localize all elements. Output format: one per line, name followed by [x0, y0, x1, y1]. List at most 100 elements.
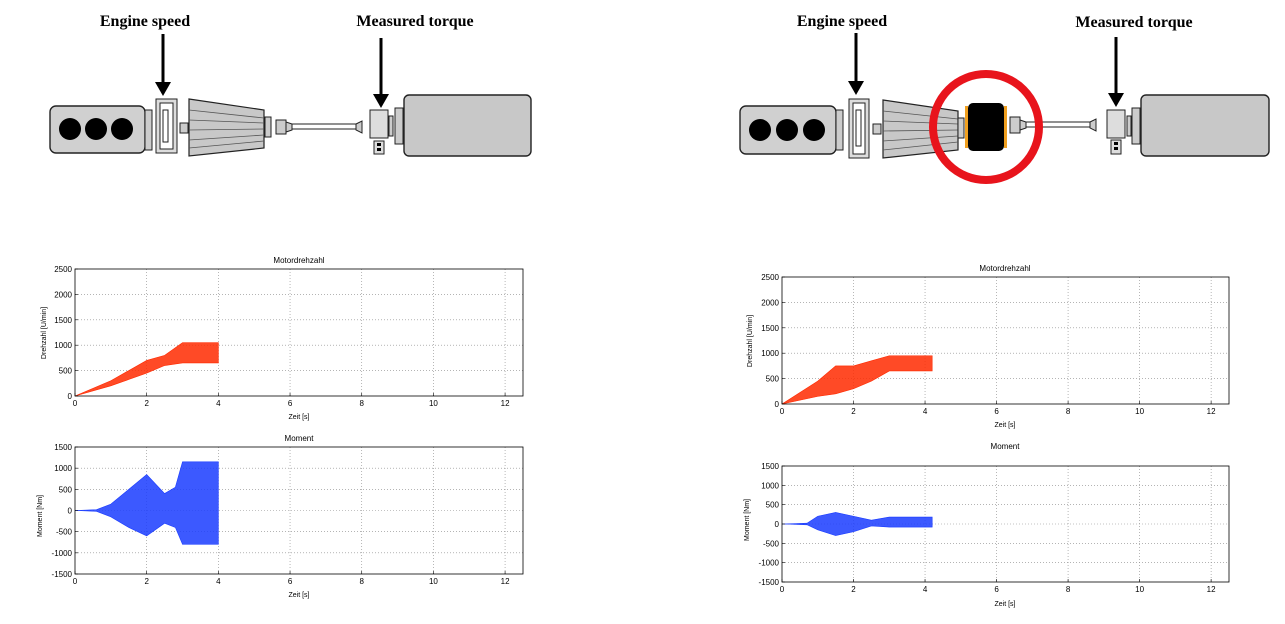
x-tick-label: 10 — [1135, 407, 1144, 416]
x-tick-label: 0 — [780, 407, 785, 416]
y-tick-label: 1500 — [54, 316, 72, 325]
y-tick-label: 1500 — [54, 443, 72, 452]
x-tick-label: 2 — [144, 577, 149, 586]
x-tick-label: 10 — [1135, 585, 1144, 594]
y-tick-label: 1000 — [54, 341, 72, 350]
x-tick-label: 2 — [144, 399, 149, 408]
x-tick-label: 8 — [1066, 585, 1071, 594]
plot-area: 0 2 4 6 8 10 12 -1500 -1000 -500 0 500 1000 1500 — [759, 462, 1230, 594]
y-tick-label: 2000 — [54, 290, 72, 299]
right-dynamometer — [1140, 94, 1270, 157]
chart-left-bottom: Moment 0 2 4 6 8 10 12 -1500 -1000 -500 0 500 1000 15… — [37, 434, 524, 599]
y-axis-label: Moment [Nm] — [744, 499, 751, 541]
x-tick-label: 2 — [851, 407, 856, 416]
y-tick-label: 1500 — [761, 324, 779, 333]
x-tick-label: 0 — [780, 585, 785, 594]
x-tick-label: 12 — [501, 399, 510, 408]
chart-title: Moment — [285, 434, 315, 443]
y-tick-label: 1000 — [761, 481, 779, 490]
series-envelope — [781, 512, 933, 536]
plot-area: 0 2 4 6 8 10 12 -1500 -1000 -500 0 500 1000 1500 — [52, 443, 524, 586]
x-tick-label: 6 — [288, 577, 293, 586]
x-tick-label: 6 — [994, 407, 999, 416]
chart-right-bottom: Moment 0 2 4 6 8 10 12 -1500 -1000 -500 0 500 1000 15… — [744, 442, 1230, 608]
x-tick-label: 4 — [923, 407, 928, 416]
x-tick-label: 12 — [1207, 407, 1216, 416]
chart-left-top: Motordrehzahl 0 2 4 6 8 10 12 0 500 1000 1500 2000 2… — [41, 256, 524, 421]
y-tick-label: -1500 — [52, 570, 73, 579]
x-axis-label: Zeit [s] — [288, 414, 309, 421]
y-tick-label: 0 — [68, 507, 73, 516]
right-torque-sensor — [1106, 107, 1141, 155]
x-tick-label: 10 — [429, 399, 438, 408]
y-tick-label: -500 — [763, 539, 780, 548]
y-tick-label: -1500 — [759, 578, 780, 587]
plot-area: 0 2 4 6 8 10 12 0 500 1000 1500 2000 2500 — [54, 265, 524, 408]
plot-frame — [781, 276, 1230, 405]
chart-title: Motordrehzahl — [979, 264, 1030, 273]
x-tick-label: 6 — [994, 585, 999, 594]
y-axis-label: Drehzahl [U/min] — [41, 307, 48, 359]
x-tick-label: 8 — [1066, 407, 1071, 416]
plot-background — [75, 269, 523, 396]
left-engine-block — [49, 105, 146, 154]
right-gearbox — [882, 99, 965, 159]
series-envelope — [781, 355, 933, 405]
y-axis-label: Drehzahl [U/min] — [747, 315, 754, 367]
y-tick-label: 0 — [68, 392, 73, 401]
x-tick-label: 8 — [359, 399, 364, 408]
x-axis-label: Zeit [s] — [994, 422, 1015, 429]
x-tick-label: 8 — [359, 577, 364, 586]
right-measured-torque-arrow — [1108, 37, 1124, 107]
left-drivetrain-diagram: Engine speed Measured torque — [49, 13, 532, 157]
y-tick-label: -1000 — [759, 559, 780, 568]
series-envelope — [74, 461, 219, 545]
x-tick-label: 6 — [288, 399, 293, 408]
y-tick-label: -500 — [56, 528, 73, 537]
highlight-circle — [929, 70, 1043, 184]
right-engine-block — [739, 105, 837, 155]
y-tick-label: 0 — [775, 520, 780, 529]
y-tick-label: 2500 — [54, 265, 72, 274]
x-tick-label: 4 — [923, 585, 928, 594]
right-shaft — [1009, 116, 1097, 134]
right-drivetrain-diagram: Engine speed Measured torque — [739, 13, 1270, 184]
x-tick-label: 4 — [216, 399, 221, 408]
left-torque-sensor — [369, 107, 404, 155]
y-tick-label: 500 — [59, 367, 73, 376]
y-tick-label: 0 — [775, 400, 780, 409]
x-axis-label: Zeit [s] — [994, 601, 1015, 608]
right-engine-speed-label: Engine speed — [797, 13, 887, 30]
y-tick-label: 1000 — [54, 464, 72, 473]
left-clutch — [144, 98, 189, 154]
left-engine-speed-label: Engine speed — [100, 13, 190, 30]
y-tick-label: -1000 — [52, 549, 73, 558]
y-tick-label: 1000 — [761, 349, 779, 358]
y-axis-label: Moment [Nm] — [37, 495, 44, 537]
right-torsional-damper — [965, 103, 1007, 151]
x-tick-label: 0 — [73, 399, 78, 408]
plot-frame — [74, 268, 524, 397]
series-envelope — [74, 342, 219, 397]
left-measured-torque-arrow — [373, 38, 389, 108]
chart-title: Motordrehzahl — [273, 256, 324, 265]
x-tick-label: 12 — [1207, 585, 1216, 594]
left-gearbox — [188, 98, 272, 157]
y-tick-label: 2000 — [761, 298, 779, 307]
x-tick-label: 0 — [73, 577, 78, 586]
right-measured-torque-label: Measured torque — [1075, 14, 1192, 31]
y-tick-label: 1500 — [761, 462, 779, 471]
x-axis-label: Zeit [s] — [288, 592, 309, 599]
x-tick-label: 4 — [216, 577, 221, 586]
y-tick-label: 500 — [59, 485, 73, 494]
x-tick-label: 2 — [851, 585, 856, 594]
chart-title: Moment — [991, 442, 1021, 451]
right-clutch — [835, 98, 882, 159]
y-tick-label: 500 — [766, 501, 780, 510]
y-tick-label: 500 — [766, 375, 780, 384]
left-engine-speed-arrow — [155, 34, 171, 96]
x-tick-label: 10 — [429, 577, 438, 586]
x-tick-label: 12 — [501, 577, 510, 586]
